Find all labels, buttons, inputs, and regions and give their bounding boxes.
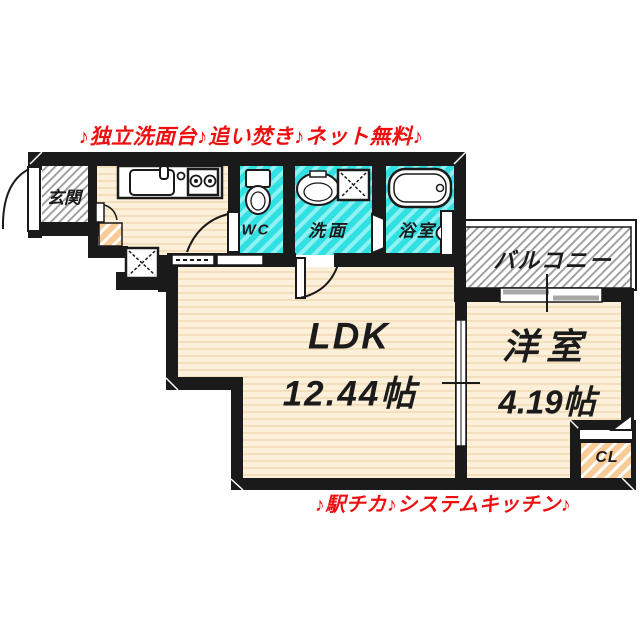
sliding-door xyxy=(442,319,480,447)
western-room-size-label: 4.19帖 xyxy=(498,383,596,421)
western-room-label: 洋室 xyxy=(501,326,591,367)
bathroom-door xyxy=(371,210,454,256)
closet-area xyxy=(578,413,634,478)
balcony-label: バルコニー xyxy=(493,248,613,273)
ldk-label: LDK xyxy=(307,315,391,357)
wc-label: WC xyxy=(241,221,271,239)
balcony-window xyxy=(499,274,603,312)
kitchen-sink-icon xyxy=(129,165,186,196)
closet-door-mark xyxy=(609,413,633,431)
entrance-door xyxy=(1,166,41,232)
wc-door xyxy=(186,211,240,253)
toilet-icon xyxy=(245,169,271,215)
banner-bottom: ♪駅チカ♪システムキッチン♪ xyxy=(314,494,572,516)
wall-openings xyxy=(171,254,264,266)
entrance-floor-hatch xyxy=(42,166,88,222)
bathroom-label: 浴室 xyxy=(398,221,436,241)
shoe-cabinet xyxy=(95,202,123,247)
closet-label: CL xyxy=(595,449,619,466)
bathtub-icon xyxy=(387,167,453,209)
ldk-floor xyxy=(178,267,455,478)
gas-stove-icon xyxy=(186,167,220,197)
washer-pan-icon xyxy=(124,246,160,280)
washroom-label: 洗面 xyxy=(308,221,348,241)
entrance-label: 玄関 xyxy=(47,188,81,208)
washroom-door xyxy=(295,257,340,299)
washing-machine-icon xyxy=(336,168,371,202)
banner-top: ♪独立洗面台♪追い焚き♪ネット無料♪ xyxy=(78,125,424,149)
ldk-size-label: 12.44帖 xyxy=(282,374,418,414)
kitchen-counter xyxy=(116,164,224,200)
